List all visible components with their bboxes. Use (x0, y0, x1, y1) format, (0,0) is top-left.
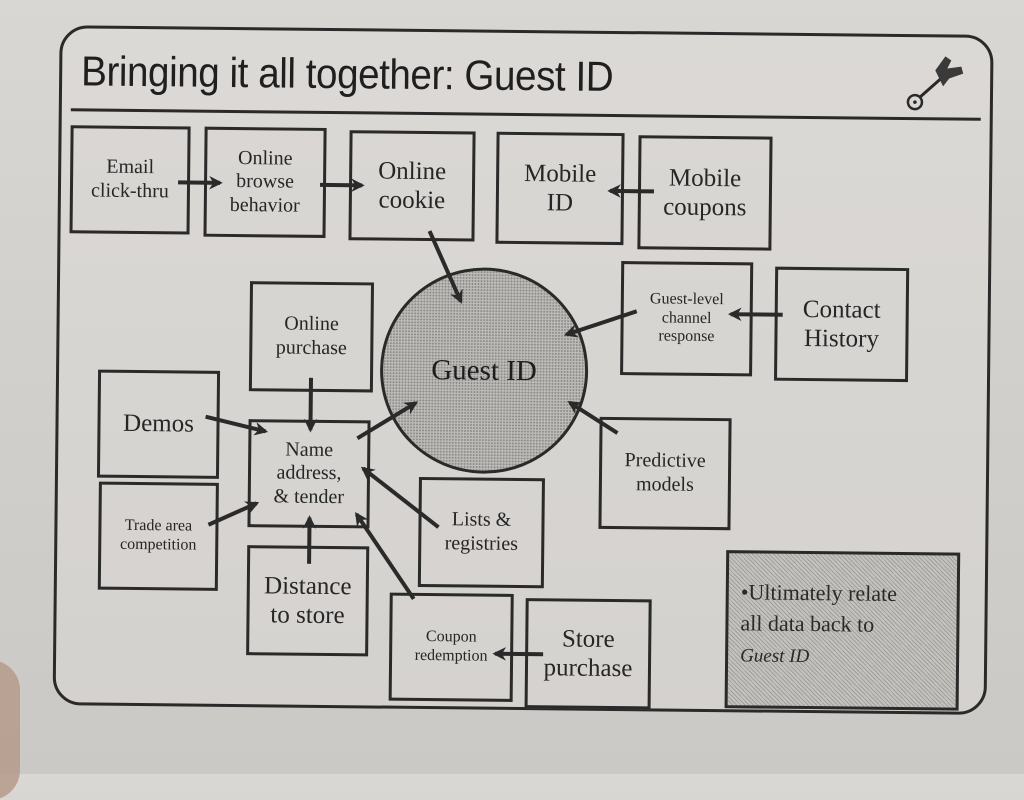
note-line2: all data back to (740, 610, 874, 636)
note-line1: Ultimately relate (748, 579, 897, 606)
guest-id-label: Guest ID (431, 354, 537, 388)
page-title: Bringing it all together: Guest ID (81, 47, 614, 101)
box-lists-registries: Lists &registries (418, 477, 545, 588)
box-demos: Demos (97, 370, 220, 479)
guest-id-circle: Guest ID (379, 267, 589, 475)
note-emphasis: Guest ID (740, 645, 809, 667)
diagram-page: Bringing it all together: Guest ID Email… (0, 0, 1024, 779)
summary-note: •Ultimately relate all data back to Gues… (725, 550, 961, 710)
pushpin-icon (901, 48, 982, 113)
